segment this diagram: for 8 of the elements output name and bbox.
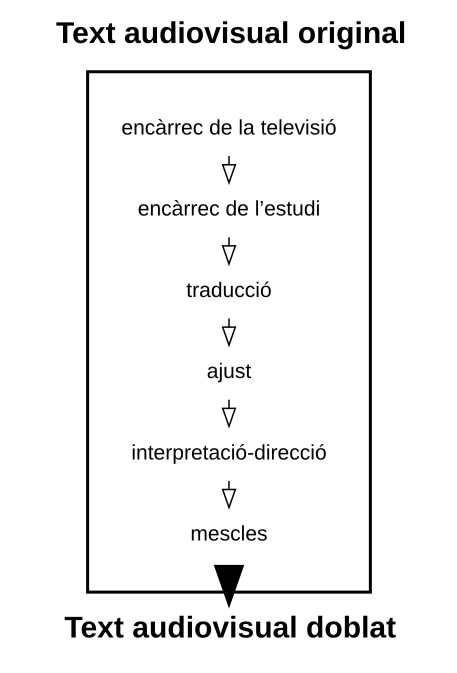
node-text: mescles <box>190 522 268 546</box>
node-text: interpretació-direcció <box>130 441 326 464</box>
node-text: traducció <box>186 278 272 302</box>
diagram-title: Text audiovisual original <box>56 17 406 50</box>
node-text: ajust <box>206 360 251 384</box>
node-text: encàrrec de la televisió <box>120 116 336 140</box>
caption: Text audiovisual doblat <box>64 611 396 644</box>
node-text: encàrrec de l’estudi <box>137 198 320 221</box>
